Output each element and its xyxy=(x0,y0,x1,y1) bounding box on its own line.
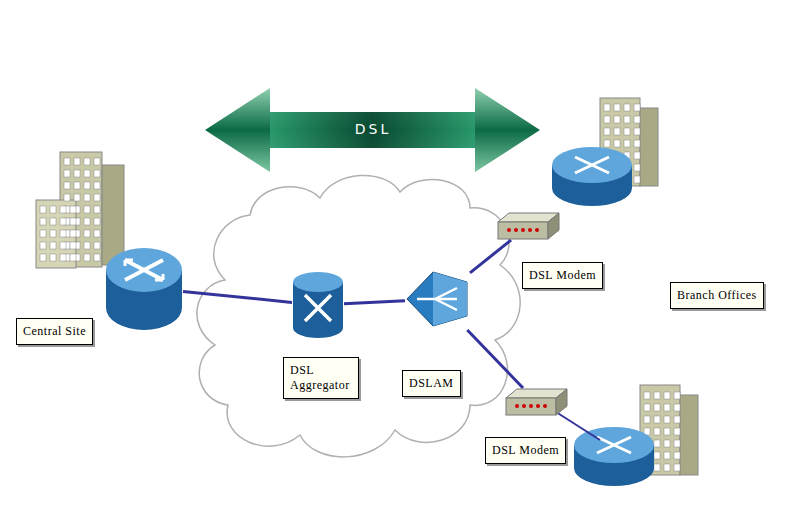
router-icon xyxy=(552,147,654,486)
network-device: DSL Modem xyxy=(497,212,560,240)
modem-icon xyxy=(505,388,568,416)
network-device: Central Site xyxy=(105,240,183,335)
device-label: DSLAM xyxy=(402,370,461,397)
building-windows xyxy=(40,158,100,261)
device-label: DSL Modem xyxy=(522,262,603,289)
modem-icon xyxy=(497,212,560,240)
router-icon xyxy=(105,240,183,335)
device-label: Central Site xyxy=(16,318,93,345)
switch-icon xyxy=(292,270,344,340)
dsl-link xyxy=(344,301,405,304)
dsl-link xyxy=(183,291,292,302)
network-device: DSL Modem xyxy=(505,388,568,416)
network-device: DSL Aggregator xyxy=(292,270,344,340)
network-cloud xyxy=(197,175,520,457)
dsl-link xyxy=(470,240,511,273)
dsl-arrow xyxy=(205,88,540,172)
building xyxy=(36,152,124,268)
link-label: DSL xyxy=(355,121,391,137)
dslam-icon xyxy=(405,268,470,330)
group-label: Branch Offices xyxy=(670,282,764,309)
dsl-link xyxy=(467,330,523,388)
device-label: DSL Modem xyxy=(485,437,566,464)
network-device: DSLAM xyxy=(405,268,470,330)
device-label: DSL Aggregator xyxy=(283,357,359,399)
